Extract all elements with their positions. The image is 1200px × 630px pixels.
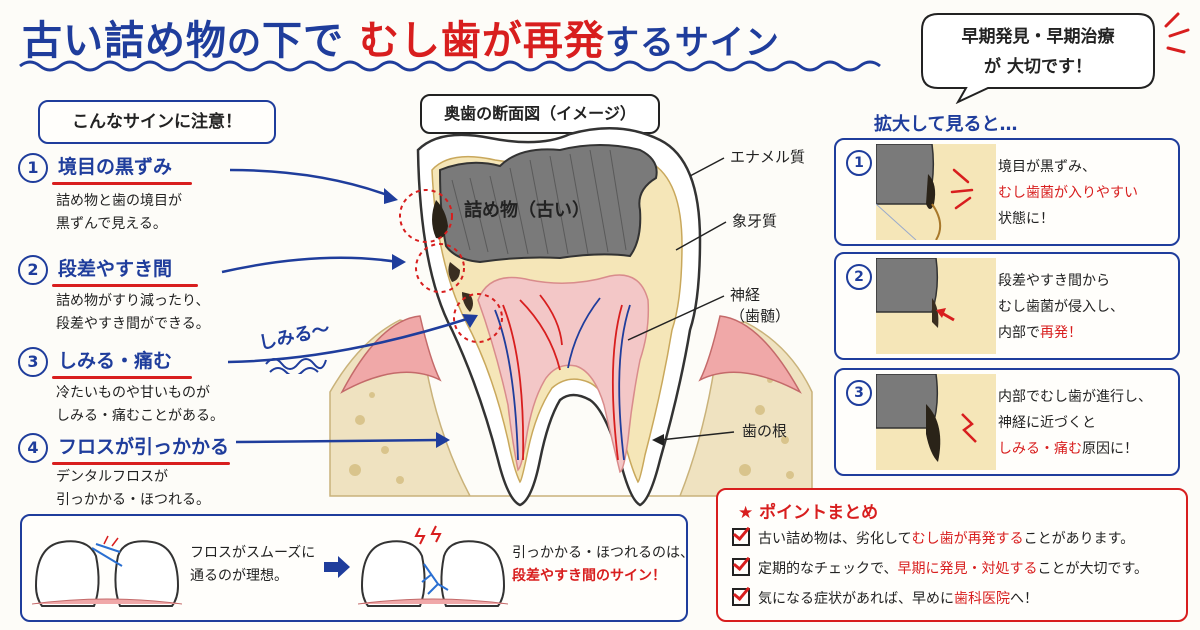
panel-2-text: 段差やすき間から むし歯菌が侵入し、 内部で再発！: [998, 273, 1124, 341]
points-summary-box: ★ ポイントまとめ 古い詰め物は、劣化してむし歯が再発することがあります。 定期…: [716, 488, 1188, 622]
checkbox-icon: [732, 588, 750, 606]
checkbox-icon: [732, 528, 750, 546]
sign-1-underline: [52, 182, 192, 185]
bubble-text: 早期発見・早期治療 が 大切です！: [961, 27, 1115, 77]
sign-3-description: 冷たいものや甘いものがしみる・痛むことがある。: [56, 385, 224, 424]
point-item-2: 定期的なチェックで、早期に発見・対処することが大切です。: [732, 558, 1148, 578]
enamel-label: エナメル質: [730, 148, 806, 166]
sign-2-underline: [52, 284, 198, 287]
panel-1-illustration: [876, 144, 996, 240]
decay-spot-1: [432, 200, 448, 239]
point-item-1: 古い詰め物は、劣化してむし歯が再発することがあります。: [732, 528, 1134, 548]
diagram-title: 奥歯の断面図（イメージ）: [420, 94, 660, 134]
title-part1: 古い詰め物: [22, 18, 227, 64]
floss-comparison-box: フロスがスムーズに通るのが理想。 引っかかる・ほつれるのは、段差やすき間のサイン…: [20, 514, 694, 622]
sign-4-description: デンタルフロスが引っかかる・ほつれる。: [56, 469, 210, 508]
checkbox-icon: [732, 558, 750, 576]
magnified-panel-1: 1 境目が黒ずみ、 むし歯菌が入りやすい 状態に！: [834, 138, 1180, 246]
bone-texture: [349, 377, 794, 484]
nerve-label: 神経（歯髄）: [730, 286, 791, 325]
caution-label: こんなサインに注意！: [38, 100, 276, 144]
filling-label: 詰め物（古い）: [464, 200, 590, 221]
sign-arrows: [221, 168, 471, 444]
title-part5: するサイン: [604, 23, 780, 63]
panel-1-alert-marks-icon: [950, 168, 974, 210]
title-part4: むし歯が再発: [358, 18, 605, 64]
highlight-circle-1: [399, 189, 453, 243]
tooth-pulp: [477, 274, 650, 474]
panel-1-text: 境目が黒ずみ、 むし歯菌が入りやすい 状態に！: [998, 159, 1138, 227]
highlight-circle-2: [415, 243, 465, 293]
highlight-circle-3: [453, 293, 503, 343]
root-label: 歯の根: [742, 422, 788, 440]
old-filling: [438, 144, 658, 264]
sign-1-description: 詰め物と歯の境目が黒ずんで見える。: [56, 193, 182, 232]
jaw-bone: [329, 319, 813, 497]
sign-3-underline: [52, 376, 192, 379]
magnified-panel-2: 2 段差やすき間から むし歯菌が侵入し、 内部で再発！: [834, 252, 1180, 360]
arrow-heads: [384, 188, 478, 448]
decay-spot-2: [448, 262, 460, 282]
magnified-panel-3: 3 内部でむし歯が進行し、 神経に近づくと しみる・痛む原因に！: [834, 368, 1180, 476]
dentin-label: 象牙質: [732, 212, 778, 230]
arrow-right-icon: [324, 556, 350, 578]
emphasis-marks-icon: [1164, 12, 1190, 54]
floss-sign-text: 引っかかる・ほつれるのは、段差やすき間のサイン！: [512, 545, 694, 584]
anatomy-leader-lines: [627, 157, 735, 441]
points-title: ★ ポイントまとめ: [738, 503, 879, 523]
floss-stuck-illustration: [358, 525, 508, 607]
floss-ideal-illustration: [32, 535, 182, 607]
nerves-vessels: [494, 294, 631, 461]
page-title: 古い詰め物の下で むし歯が再発するサイン: [22, 8, 780, 66]
speech-bubble: [921, 13, 1155, 104]
sign-4-underline: [52, 462, 230, 465]
magnified-title: 拡大して見ると…: [874, 114, 1018, 135]
panel-3-illustration: [876, 374, 996, 470]
title-part2: の: [227, 23, 262, 63]
floss-ideal-text: フロスがスムーズに通るのが理想。: [190, 545, 316, 584]
point-item-3: 気になる症状があれば、早めに歯科医院へ！: [732, 588, 1038, 608]
sign-2-description: 詰め物がすり減ったり、段差やすき間ができる。: [56, 293, 210, 332]
title-part3: 下で: [262, 18, 344, 64]
panel-2-illustration: [876, 258, 996, 354]
filling-hatching: [451, 149, 627, 255]
panel-3-text: 内部でむし歯が進行し、 神経に近づくと しみる・痛む原因に！: [998, 389, 1152, 457]
gum-right: [698, 315, 802, 394]
title-wave-underline: [19, 60, 881, 72]
